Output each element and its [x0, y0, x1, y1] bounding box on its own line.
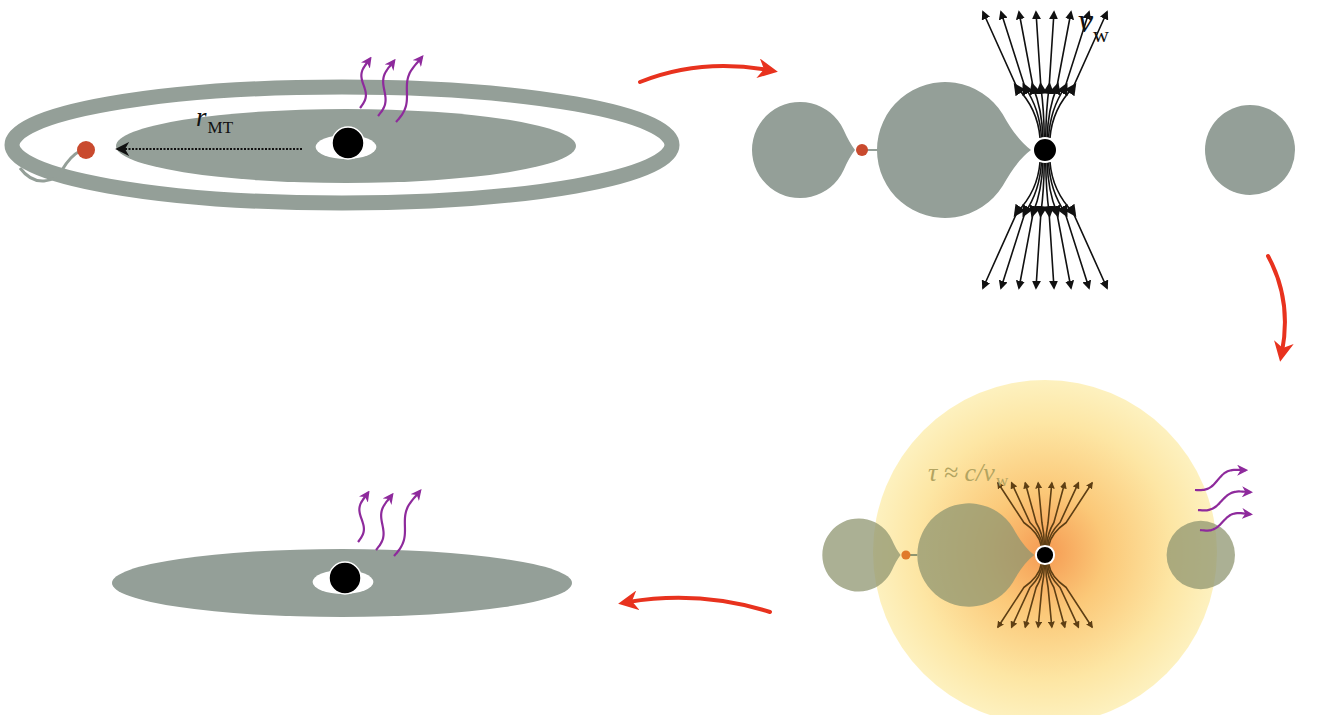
transition-arrow — [1268, 256, 1285, 352]
wind-streamline — [1050, 162, 1107, 288]
black-hole — [329, 562, 361, 594]
wind-streamline — [998, 483, 1041, 546]
black-hole — [332, 127, 364, 159]
wind-streamline — [1036, 12, 1044, 138]
photon-arrow — [1198, 491, 1251, 510]
radius-arrow — [118, 148, 302, 150]
mass-stream — [20, 151, 80, 181]
photon-arrow — [378, 61, 394, 116]
photon-arrow — [358, 492, 368, 542]
wind-streamline — [1049, 564, 1092, 627]
wind-streamline — [1046, 162, 1054, 288]
velocity-subscript: w — [1093, 24, 1109, 46]
black-hole — [1033, 138, 1057, 162]
wind-streamline — [1036, 162, 1044, 288]
transition-arrow — [628, 598, 770, 612]
wind-streamline — [998, 564, 1041, 627]
photon-arrow — [1200, 513, 1251, 531]
black-hole — [1036, 546, 1054, 564]
roche-lobe — [752, 102, 855, 198]
wind-streamline — [1038, 483, 1044, 546]
optically-thick-envelope — [873, 380, 1217, 715]
wind-streamline — [1012, 564, 1043, 627]
photon-arrow — [360, 58, 370, 108]
roche-lobe — [917, 503, 1034, 606]
wind-streamline — [1001, 12, 1041, 138]
photon-arrow — [1195, 470, 1246, 490]
optical-depth-subscript: w — [996, 472, 1008, 489]
outer-ring — [12, 87, 672, 203]
accretion-disk — [112, 549, 572, 617]
photon-arrow — [376, 495, 392, 550]
photon-arrow — [394, 491, 420, 556]
radius-subscript: MT — [208, 119, 234, 136]
companion-star — [77, 141, 95, 159]
wind-streamline — [1001, 162, 1041, 288]
optical-depth-label: τ ≈ c/v — [928, 460, 995, 486]
companion-star — [856, 144, 868, 156]
transition-arrow — [640, 66, 768, 82]
velocity-symbol: v — [1078, 4, 1093, 38]
inner-disk — [116, 109, 576, 183]
wind-streamline — [1038, 564, 1044, 627]
photon-arrow — [396, 57, 422, 122]
companion-star — [901, 550, 910, 559]
wind-streamline — [1046, 12, 1054, 138]
wind-streamline — [1049, 483, 1092, 546]
roche-lobe — [877, 82, 1031, 218]
wind-streamline — [1012, 483, 1043, 546]
outer-circle — [1205, 105, 1295, 195]
wind-streamline — [1049, 162, 1089, 288]
radius-symbol: r — [196, 104, 207, 131]
roche-lobe — [822, 519, 900, 592]
